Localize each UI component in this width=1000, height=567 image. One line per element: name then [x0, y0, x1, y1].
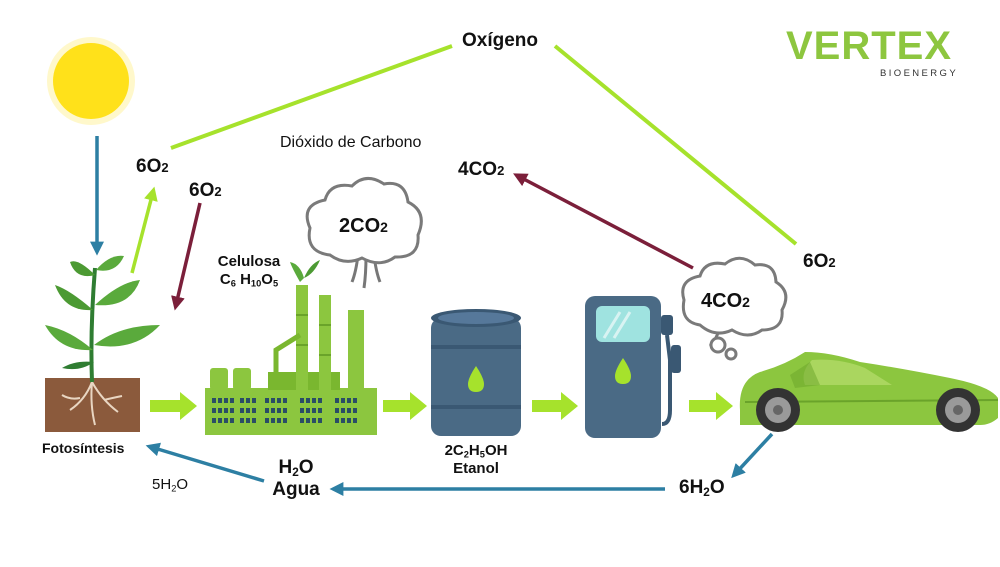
- co2-top-label: 4CO2: [458, 159, 505, 180]
- water-to-plant-arrow: [145, 442, 265, 483]
- ethanol-label: 2C2H5OH Etanol: [426, 442, 526, 478]
- factory-icon: [205, 260, 377, 435]
- fuel-pump-icon: [585, 296, 681, 438]
- car-co2-cloud-label: 4CO2: [701, 290, 750, 312]
- brand-logo: VERTEX: [786, 24, 953, 68]
- water-name: Agua: [272, 479, 320, 500]
- flow-arrow-factory-barrel: [383, 392, 427, 420]
- factory-co2-cloud-label: 2CO2: [339, 215, 388, 237]
- car-co2-arrow: [513, 173, 694, 270]
- ethanol-barrel-icon: [431, 309, 521, 436]
- flow-arrow-plant-factory: [150, 392, 197, 420]
- car-icon: [739, 352, 999, 432]
- car-water-label: 6H2O: [679, 477, 725, 499]
- cellulose-label: Celulosa C6 H10O5: [205, 253, 293, 289]
- oxygen-line-left: [170, 44, 453, 150]
- oxygen-title: Oxígeno: [462, 30, 539, 51]
- o2-left-down-label: 6O2: [189, 180, 222, 201]
- photosynthesis-label: Fotosíntesis: [42, 440, 125, 456]
- o2-right-label: 6O2: [803, 251, 836, 272]
- cellulose-formula: C6 H10O5: [219, 271, 279, 289]
- water-formula: H2O: [278, 457, 314, 479]
- o2-into-factory-arrow: [171, 202, 202, 311]
- plant-icon: [45, 255, 160, 432]
- car-co2-cloud-icon: [681, 256, 788, 361]
- flow-arrow-pump-car: [689, 392, 733, 420]
- cellulose-name: Celulosa: [217, 253, 281, 270]
- water-label: H2O Agua: [259, 457, 333, 501]
- flow-arrow-barrel-pump: [532, 392, 578, 420]
- o2-left-up-label: 6O2: [136, 156, 169, 177]
- factory-co2-cloud-icon: [305, 177, 423, 289]
- plant-o2-release-arrow: [130, 186, 158, 274]
- oxygen-line-right: [553, 44, 798, 246]
- ethanol-name: Etanol: [453, 460, 499, 477]
- plant-water-label: 5H2O: [152, 476, 189, 494]
- co2-title: Dióxido de Carbono: [280, 134, 422, 151]
- ethanol-formula: 2C2H5OH: [444, 442, 508, 460]
- car-water-arrow: [731, 432, 774, 479]
- sun-icon: [47, 37, 135, 125]
- process-flow-arrows: [150, 392, 733, 420]
- brand-tagline: BIOENERGY: [880, 68, 959, 79]
